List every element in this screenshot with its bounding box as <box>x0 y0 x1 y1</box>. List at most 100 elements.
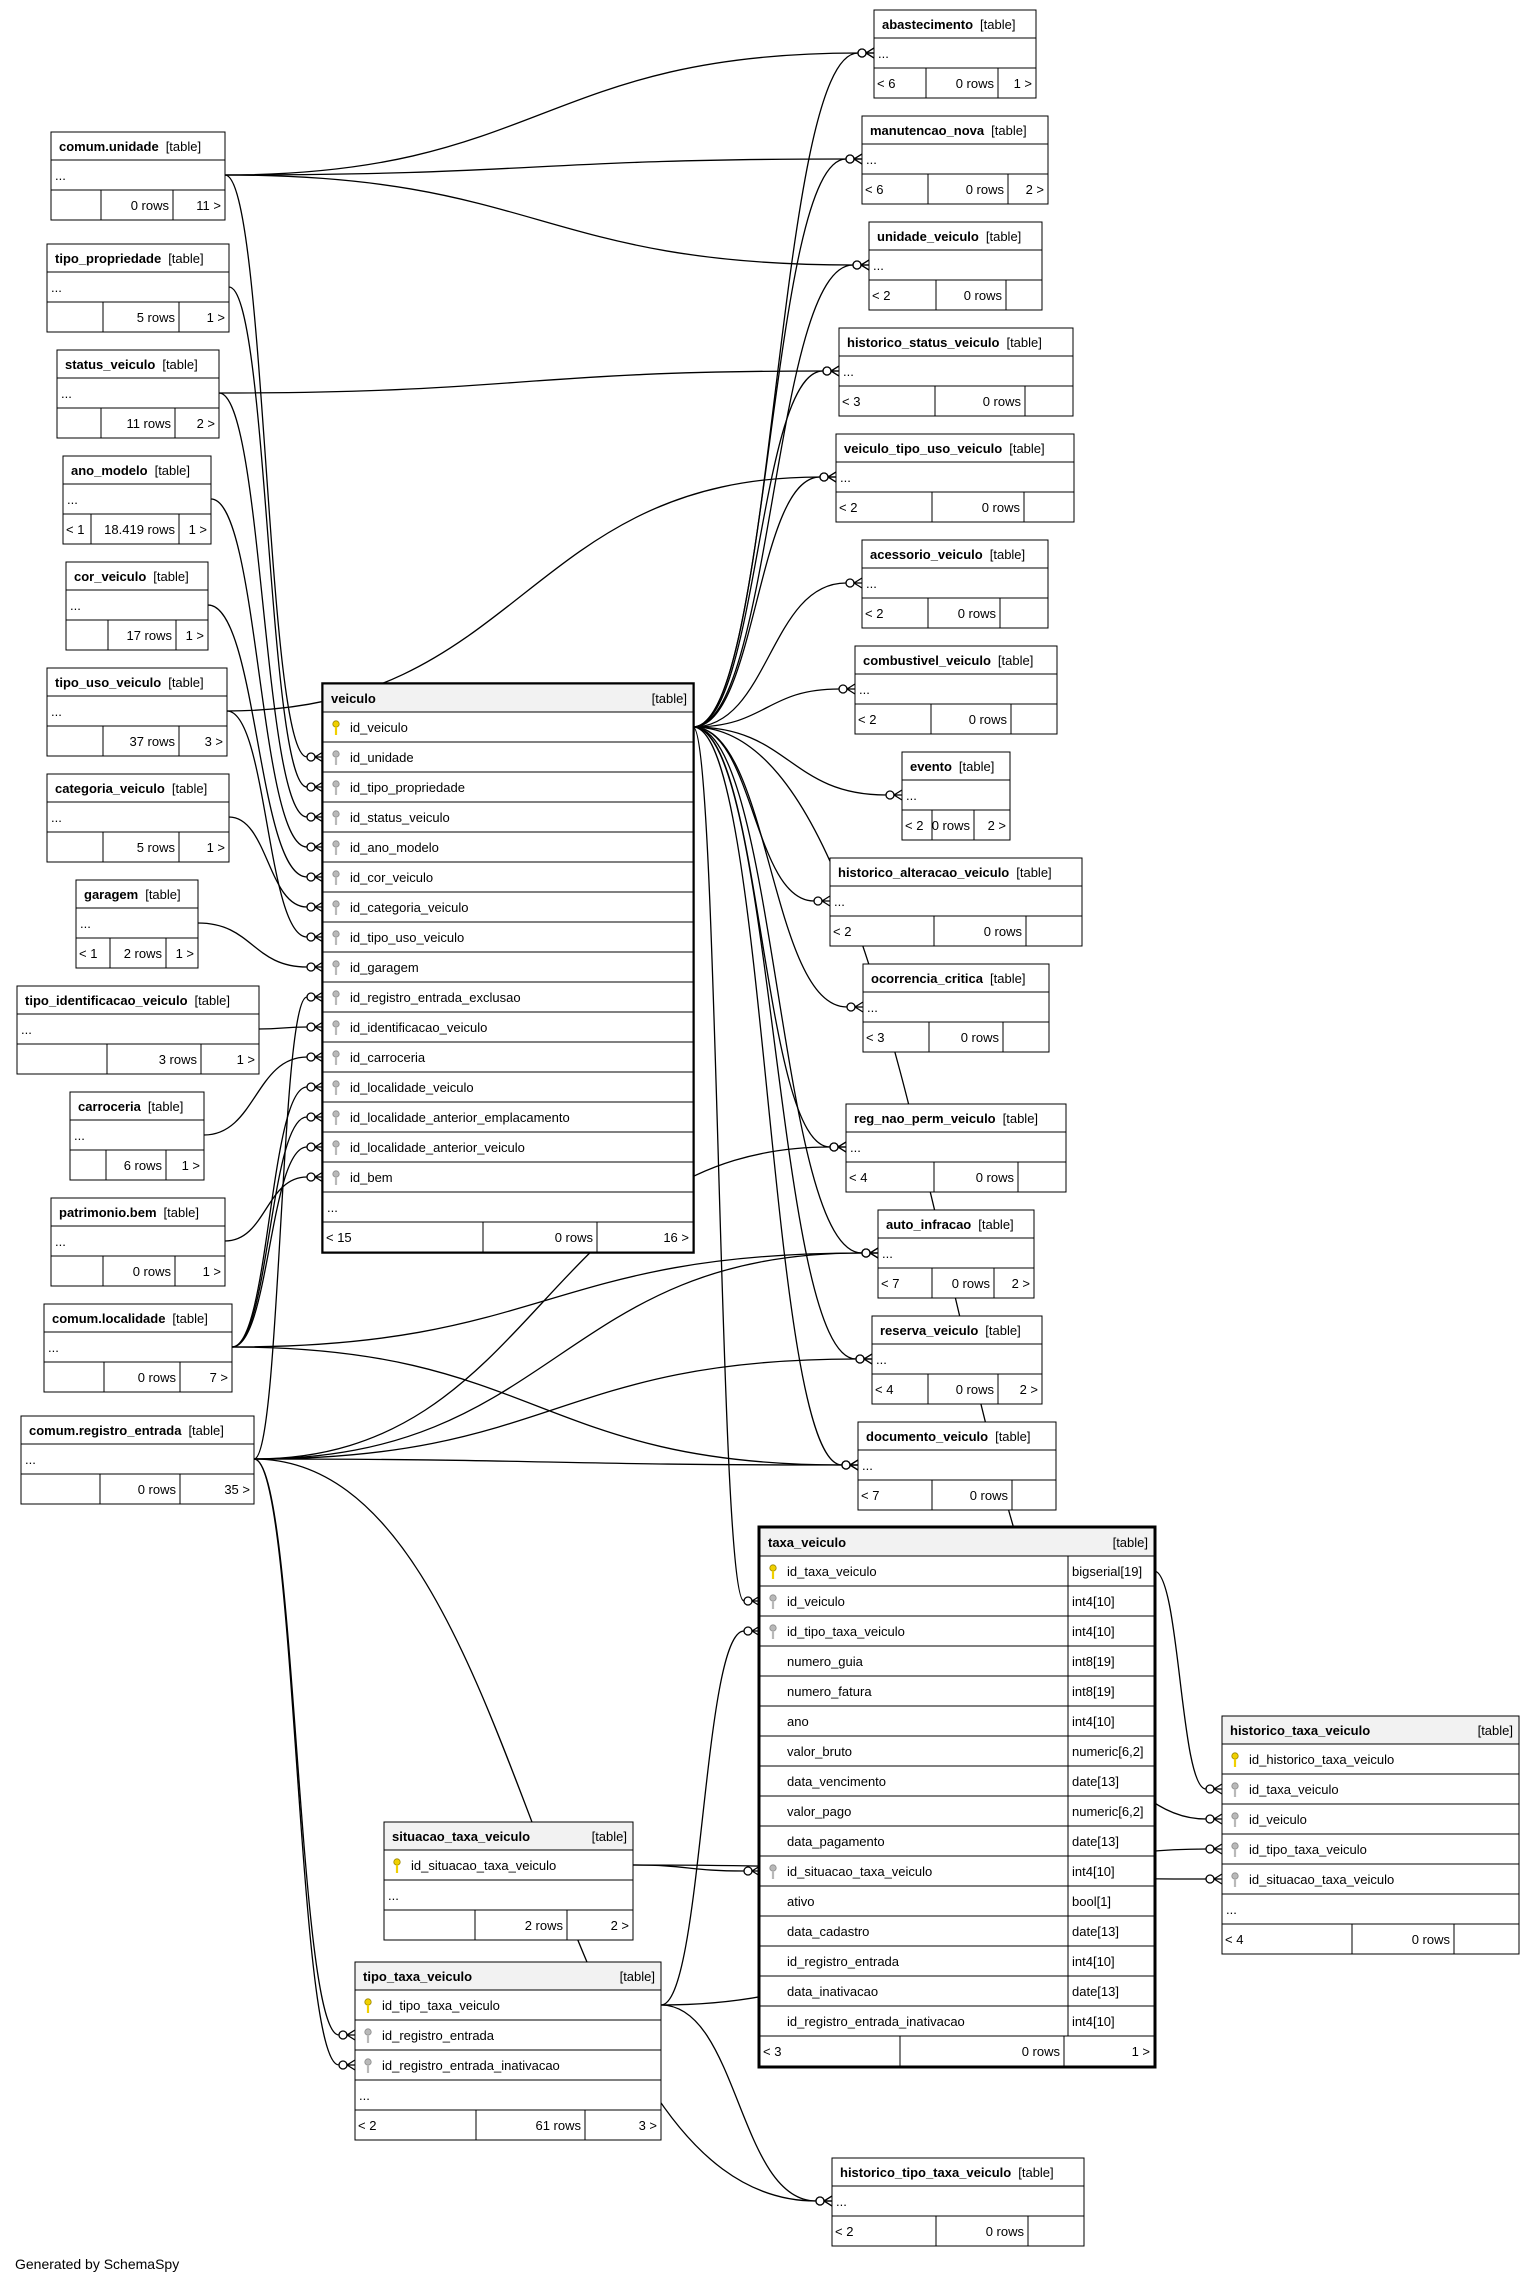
column-row[interactable]: id_registro_entrada <box>354 2019 662 2051</box>
table-historico_taxa_veiculo[interactable]: historico_taxa_veiculo[table]id_historic… <box>1221 1715 1520 1955</box>
table-historico_tipo_taxa_veiculo[interactable]: historico_tipo_taxa_veiculo[table]...< 2… <box>831 2157 1085 2247</box>
row-count: 6 rows <box>124 1158 163 1173</box>
row-count: 0 rows <box>138 1370 177 1385</box>
table-tag: [table] <box>1016 865 1051 880</box>
column-row[interactable]: id_veiculo <box>322 711 694 743</box>
table-veiculo[interactable]: veiculo[table]id_veiculoid_unidadeid_tip… <box>321 682 695 1254</box>
column-row[interactable]: id_ano_modelo <box>322 831 694 863</box>
column-name: id_taxa_veiculo <box>787 1564 877 1579</box>
column-row[interactable]: id_tipo_taxa_veiculo <box>1221 1833 1520 1865</box>
column-row[interactable]: id_identificacao_veiculo <box>322 1011 694 1043</box>
foreign-key-icon <box>332 1080 340 1095</box>
column-row[interactable]: id_situacao_taxa_veiculo <box>1221 1863 1520 1895</box>
footer-row <box>845 1161 1067 1193</box>
column-row[interactable]: id_tipo_uso_veiculo <box>322 921 694 953</box>
column-row[interactable]: id_localidade_anterior_veiculo <box>322 1131 694 1163</box>
table-name: auto_infracao <box>886 1217 971 1232</box>
column-row[interactable]: id_tipo_taxa_veiculo <box>354 1989 662 2021</box>
ellipsis-row <box>46 801 230 833</box>
crows-foot-marker <box>346 2059 356 2071</box>
column-row[interactable]: id_situacao_taxa_veiculo <box>383 1849 634 1881</box>
column-row[interactable]: id_veiculo <box>1221 1803 1520 1835</box>
column-name: id_cor_veiculo <box>350 870 433 885</box>
foreign-key-icon <box>364 2028 372 2043</box>
optional-circle-marker <box>306 782 316 792</box>
column-row[interactable]: id_cor_veiculo <box>322 861 694 893</box>
table-situacao_taxa_veiculo[interactable]: situacao_taxa_veiculo[table]id_situacao_… <box>383 1821 634 1941</box>
children-count: 35 > <box>224 1482 250 1497</box>
column-row[interactable]: id_tipo_propriedade <box>322 771 694 803</box>
column-row[interactable]: id_localidade_anterior_emplacamento <box>322 1101 694 1133</box>
relationship-edge <box>692 471 837 728</box>
footer-row <box>46 725 228 757</box>
relationship-edge <box>231 1111 324 1348</box>
table-tag: [table] <box>1018 2165 1053 2180</box>
parents-count: < 2 <box>905 818 923 833</box>
column-row[interactable]: id_localidade_veiculo <box>322 1071 694 1103</box>
column-row[interactable]: id_garagem <box>322 951 694 983</box>
optional-circle-marker <box>306 992 316 1002</box>
column-row[interactable]: id_categoria_veiculo <box>322 891 694 923</box>
table-tipo_taxa_veiculo[interactable]: tipo_taxa_veiculo[table]id_tipo_taxa_vei… <box>354 1961 662 2141</box>
column-row[interactable]: id_registro_entrada_exclusao <box>322 981 694 1013</box>
table-tipo_identificacao_veiculo[interactable]: tipo_identificacao_veiculo[table]...3 ro… <box>16 985 260 1075</box>
column-row[interactable]: id_historico_taxa_veiculo <box>1221 1743 1520 1775</box>
column-row[interactable]: id_carroceria <box>322 1041 694 1073</box>
relationship-edge <box>218 365 840 394</box>
relationship-edge <box>224 174 324 763</box>
optional-circle-marker <box>306 1142 316 1152</box>
column-row[interactable]: id_taxa_veiculo <box>1221 1773 1520 1805</box>
column-row[interactable]: id_registro_entrada_inativacao <box>354 2049 662 2081</box>
column-row[interactable]: id_status_veiculo <box>322 801 694 833</box>
column-row[interactable]: id_bem <box>322 1161 694 1193</box>
column-type: int4[10] <box>1072 1594 1115 1609</box>
table-historico_alteracao_veiculo[interactable]: historico_alteracao_veiculo[table]...< 2… <box>829 857 1083 947</box>
column-row[interactable]: id_unidade <box>322 741 694 773</box>
parents-count: < 1 <box>66 522 84 537</box>
ellipsis-row <box>322 1191 694 1223</box>
optional-circle-marker <box>306 932 316 942</box>
